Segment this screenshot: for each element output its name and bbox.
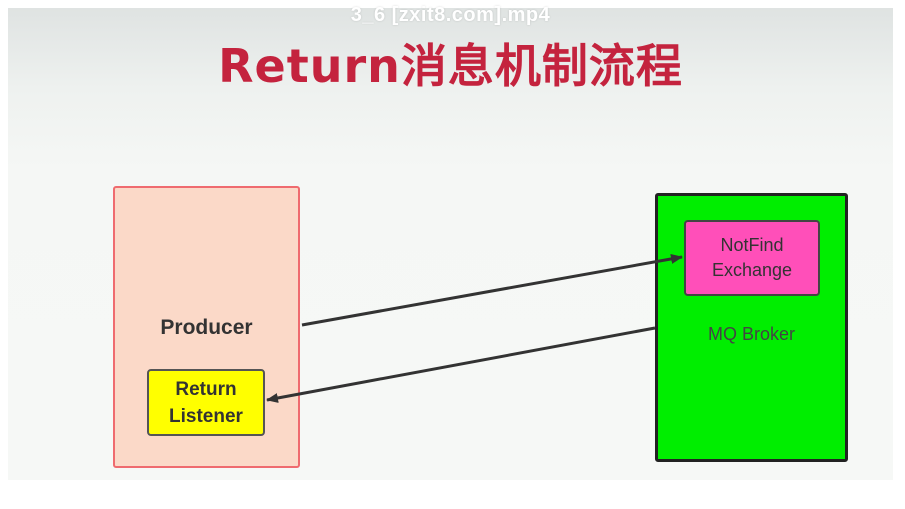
mq-broker-box: NotFind Exchange MQ Broker (655, 193, 848, 462)
return-message-arrow (266, 326, 656, 403)
slide-title: Return消息机制流程 (218, 39, 683, 93)
return-listener-box: Return Listener (147, 369, 265, 436)
producer-box: Producer Return Listener (113, 186, 300, 468)
mq-broker-label: MQ Broker (707, 324, 795, 344)
producer-label: Producer (160, 316, 253, 339)
send-message-arrow (301, 254, 683, 327)
flow-arrows (266, 254, 683, 403)
notfind-exchange-box: NotFind Exchange (684, 220, 820, 296)
slide-canvas: 3_6 [zxit8.com].mp4 Return消息机制流程 Produce… (8, 4, 893, 480)
video-filename-overlay: 3_6 [zxit8.com].mp4 (350, 4, 551, 26)
